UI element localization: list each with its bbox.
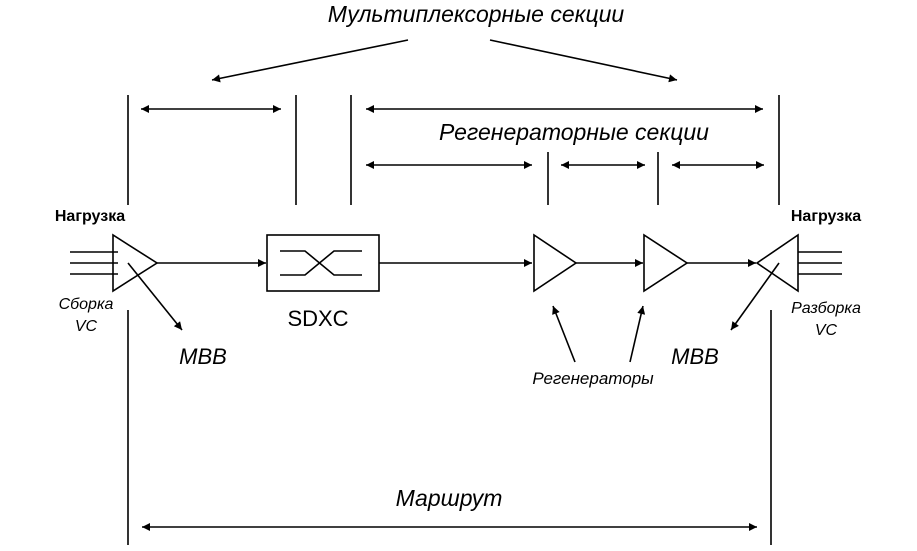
mvv-right-pointer (730, 262, 780, 331)
regenerators-label: Регенераторы (532, 369, 654, 388)
disassembly-label-line1: Разборка (791, 300, 861, 317)
load-right-label: Нагрузка (791, 208, 861, 225)
disassembly-label-line2: VC (815, 322, 838, 339)
regenerator-sections-label: Регенераторные секции (439, 119, 709, 145)
regenerator-triangle-2 (643, 233, 689, 293)
load-left-label: Нагрузка (55, 208, 125, 225)
mvv-left-pointer (127, 262, 183, 331)
regenerator-pointer-2 (629, 305, 646, 363)
regenerator-pointer-1 (552, 305, 576, 363)
cross-connect-icon (280, 250, 362, 276)
sdxc-label: SDXC (287, 306, 348, 331)
assembly-label-line2: VC (75, 318, 98, 335)
route-label: Маршрут (396, 485, 503, 511)
sdxc-box (266, 234, 380, 292)
multiplex-sections-label: Мультиплексорные секции (328, 1, 625, 27)
mvv-right-label: МВВ (671, 344, 719, 369)
mux-disassembly-triangle (755, 233, 799, 293)
regenerator-triangle-1 (533, 233, 578, 293)
mvv-left-label: МВВ (179, 344, 227, 369)
mux-assembly-triangle (112, 233, 159, 293)
assembly-label-line1: Сборка (59, 296, 114, 313)
multiplex-pointer-right (489, 39, 678, 83)
multiplex-pointer-left (211, 39, 409, 83)
